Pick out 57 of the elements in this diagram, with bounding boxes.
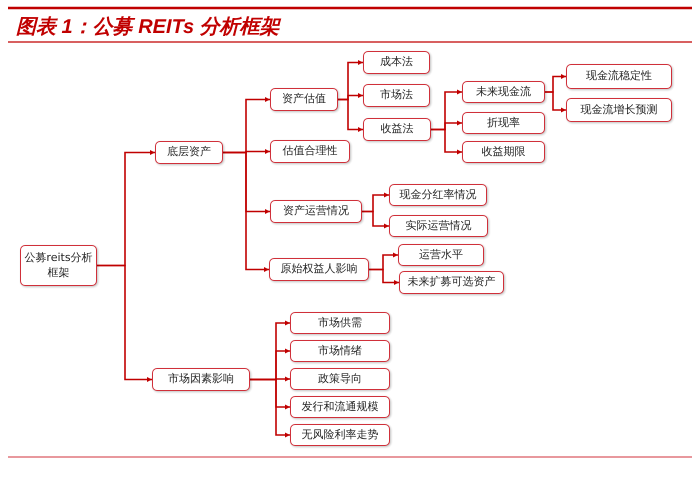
- box-label: 收益法: [380, 122, 414, 137]
- category-box: [398, 244, 484, 266]
- box-label: 市场法: [380, 88, 413, 103]
- category-box: [363, 118, 431, 141]
- category-box: [462, 112, 545, 134]
- box-label: 公募reits分析框架: [23, 250, 94, 280]
- category-box: [290, 368, 390, 390]
- box-label: 市场情绪: [318, 344, 362, 358]
- category-box: [462, 141, 545, 163]
- box-label: 收益期限: [482, 144, 526, 160]
- box-label: 实际运营情况: [406, 218, 472, 234]
- category-box: [389, 184, 487, 206]
- arrow: [545, 91, 566, 112]
- category-box: [566, 64, 672, 89]
- box-label: 运营水平: [419, 248, 463, 262]
- arrow: [362, 210, 389, 228]
- arrow: [338, 98, 363, 132]
- box-label: 未来扩募可选资产: [408, 275, 496, 290]
- box-label: 市场因素影响: [168, 372, 234, 387]
- arrow: [431, 128, 462, 154]
- box-label: 资产估值: [282, 92, 326, 107]
- category-box: [290, 424, 390, 446]
- category-box: [363, 84, 430, 107]
- box-label: 估值合理性: [282, 144, 338, 159]
- box-label: 未来现金流: [476, 84, 531, 100]
- box-label: 现金流增长预测: [580, 102, 658, 118]
- category-box: [290, 396, 390, 418]
- box-label: 底层资产: [167, 145, 211, 160]
- box-label: 折现率: [487, 116, 520, 130]
- box-label: 发行和流通规模: [302, 400, 378, 414]
- category-box: [566, 98, 672, 122]
- category-box: [399, 271, 504, 294]
- category-box: [363, 51, 430, 74]
- category-box: [20, 245, 97, 286]
- box-label: 市场供需: [318, 316, 362, 330]
- chart-title: 图表 1：公募 REITs 分析框架: [16, 15, 280, 40]
- arrow: [250, 378, 290, 438]
- box-label: 原始权益人影响: [280, 262, 358, 277]
- category-box: [270, 88, 338, 111]
- category-box: [290, 340, 390, 362]
- box-label: 资产运营情况: [283, 204, 349, 219]
- category-box: [270, 200, 362, 223]
- category-box: [269, 258, 369, 281]
- category-box: [389, 215, 488, 237]
- box-label: 无风险利率走势: [302, 428, 378, 442]
- category-box: [152, 368, 250, 391]
- box-label: 成本法: [380, 55, 413, 70]
- category-box: [270, 140, 350, 163]
- box-label: 政策导向: [318, 372, 362, 386]
- category-box: [155, 141, 223, 164]
- box-label: 现金流稳定性: [586, 69, 652, 84]
- arrow: [97, 264, 152, 382]
- arrow: [223, 152, 269, 272]
- arrow: [369, 268, 399, 285]
- box-label: 现金分红率情况: [400, 188, 476, 202]
- category-box: [462, 81, 545, 103]
- category-box: [290, 312, 390, 334]
